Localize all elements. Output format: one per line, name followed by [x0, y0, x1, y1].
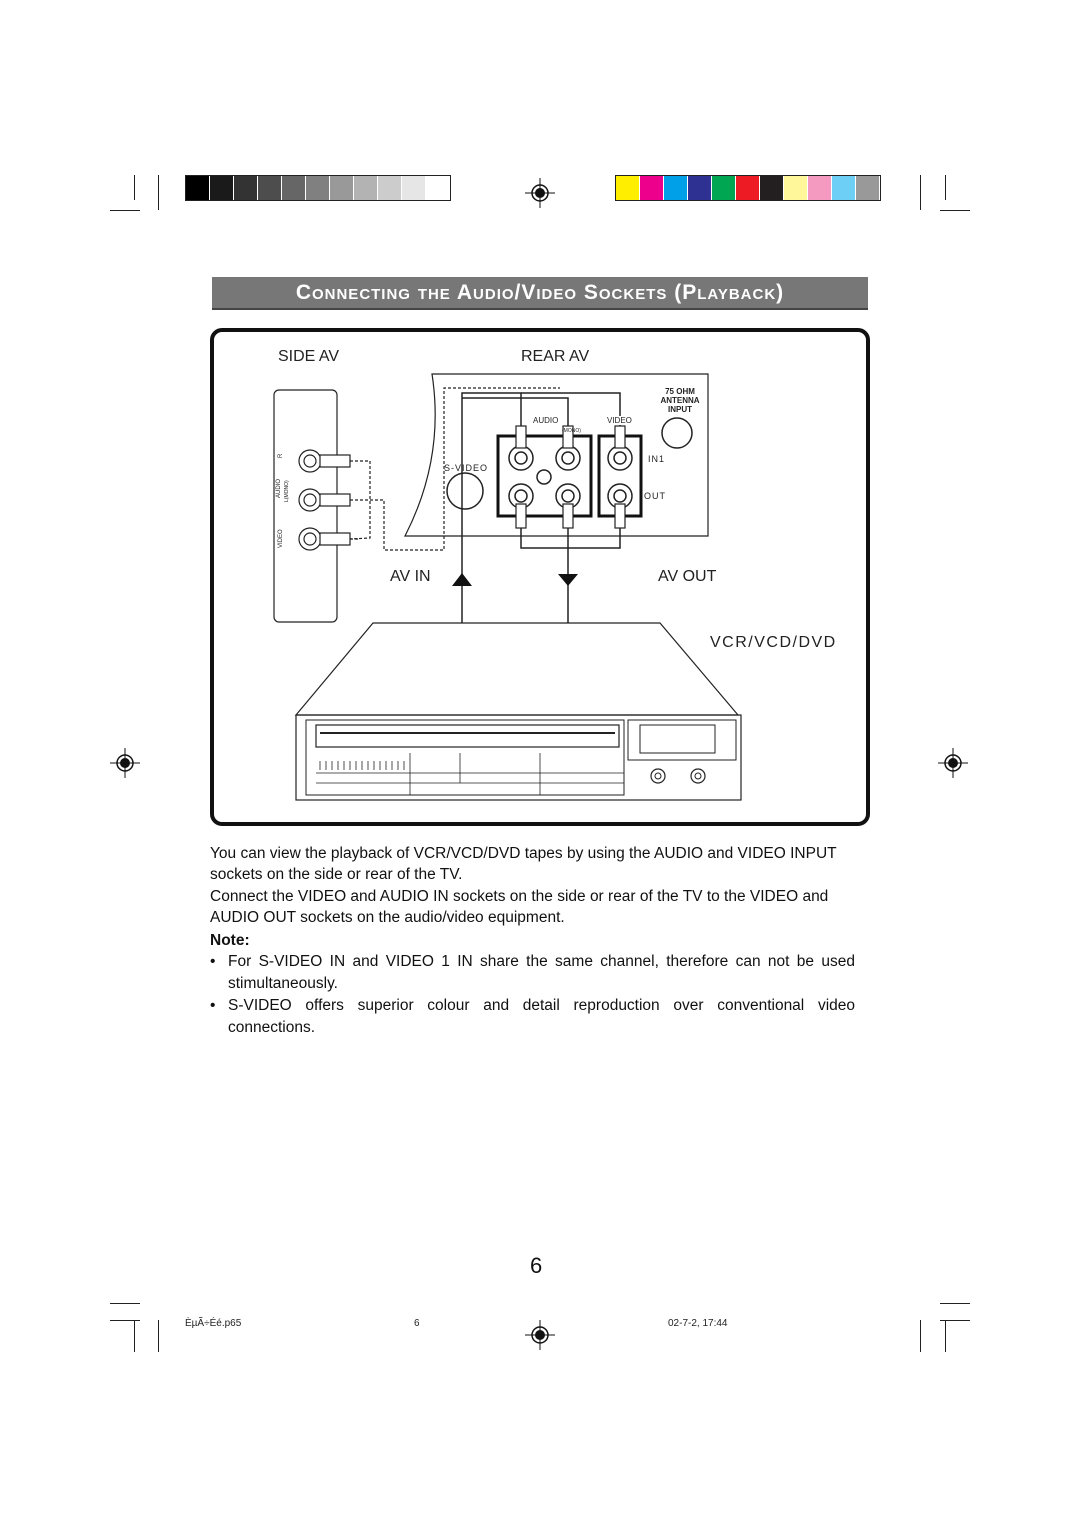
- av-cables: [461, 392, 621, 623]
- registration-mark-left: [110, 748, 140, 778]
- connection-diagram: [210, 328, 870, 826]
- section-title-banner: Connecting the Audio/Video Sockets (Play…: [212, 277, 868, 310]
- color-swatch-11: [856, 176, 880, 200]
- color-swatch-9: [808, 176, 832, 200]
- gray-swatch-8: [354, 176, 378, 200]
- color-swatch-6: [736, 176, 760, 200]
- registration-mark-bottom: [525, 1320, 555, 1350]
- svideo-jack: [446, 472, 484, 510]
- diagram-drawing: [273, 373, 742, 801]
- bullet-icon: •: [210, 953, 216, 970]
- out-label: OUT: [644, 491, 666, 501]
- antenna-label-line-1: 75 OHM: [665, 387, 695, 396]
- av-in-arrow: [452, 573, 472, 586]
- gray-swatch-7: [330, 176, 354, 200]
- device-knob-left: [650, 768, 666, 784]
- tape-slot: [315, 724, 620, 748]
- gray-swatch-5: [282, 176, 306, 200]
- color-swatch-10: [832, 176, 856, 200]
- gray-swatch-11: [426, 176, 450, 200]
- paragraph-2: Connect the VIDEO and AUDIO IN sockets o…: [210, 888, 829, 926]
- side-lmono-label: L(MONO): [284, 480, 290, 502]
- gray-swatch-6: [306, 176, 330, 200]
- side-audio-label: AUDIO: [276, 478, 282, 498]
- av-in-label: AV IN: [390, 568, 431, 585]
- gray-swatch-4: [258, 176, 282, 200]
- rear-av-panel: [404, 373, 709, 537]
- side-av-label: SIDE AV: [278, 348, 340, 365]
- audio-jack-box: [496, 434, 593, 518]
- note-text-2: S-VIDEO offers superior colour and detai…: [228, 997, 855, 1036]
- device-tick-strip: [319, 761, 405, 770]
- antenna-label-line-2: ANTENNA: [660, 396, 700, 405]
- side-jacks: [298, 449, 351, 551]
- footer-datetime: 02-7-2, 17:44: [668, 1318, 728, 1329]
- side-video-label: VIDEO: [278, 529, 284, 548]
- registration-mark-right: [938, 748, 968, 778]
- device-display: [639, 724, 716, 754]
- antenna-label-line-3: INPUT: [668, 405, 692, 414]
- color-swatch-8: [784, 176, 808, 200]
- device-knob-right: [690, 768, 706, 784]
- side-r-label: R: [278, 453, 284, 458]
- gray-swatch-10: [402, 176, 426, 200]
- registration-mark-top: [525, 178, 555, 208]
- color-swatch-4: [688, 176, 712, 200]
- gray-swatch-3: [234, 176, 258, 200]
- color-swatches: [615, 175, 881, 201]
- section-title: Connecting the Audio/Video Sockets (Play…: [295, 280, 785, 304]
- device-top: [294, 622, 740, 716]
- mono-label: (MONO): [562, 428, 581, 434]
- av-out-label: AV OUT: [658, 568, 717, 585]
- rear-jacks: [508, 445, 633, 509]
- antenna-jack: [661, 417, 693, 449]
- color-swatch-5: [712, 176, 736, 200]
- footer-page: 6: [414, 1318, 420, 1329]
- svideo-label: S-VIDEO: [444, 463, 489, 473]
- rear-av-label: REAR AV: [521, 348, 590, 365]
- color-swatch-1: [616, 176, 640, 200]
- footer-filename: ÈµÃ÷Éé.p65: [185, 1318, 242, 1329]
- grayscale-swatches: [185, 175, 451, 201]
- av-out-arrow: [558, 574, 578, 586]
- gray-swatch-1: [186, 176, 210, 200]
- video-label: VIDEO: [605, 416, 634, 425]
- device-front: [295, 714, 742, 801]
- bullet-icon: •: [210, 997, 216, 1014]
- antenna-label: 75 OHM ANTENNA INPUT: [654, 387, 706, 414]
- device-label: VCR/VCD/DVD: [710, 634, 837, 651]
- rear-plugs: [515, 425, 626, 529]
- in1-label: IN1: [648, 454, 666, 464]
- gray-swatch-9: [378, 176, 402, 200]
- note-text-1: For S-VIDEO IN and VIDEO 1 IN share the …: [228, 953, 855, 992]
- color-swatch-2: [640, 176, 664, 200]
- paragraph-1: You can view the playback of VCR/VCD/DVD…: [210, 845, 837, 883]
- audio-label: AUDIO: [531, 416, 561, 425]
- side-cables: [349, 387, 560, 551]
- note-label: Note:: [210, 932, 250, 949]
- color-swatch-3: [664, 176, 688, 200]
- gray-swatch-2: [210, 176, 234, 200]
- color-swatch-7: [760, 176, 784, 200]
- page-number: 6: [530, 1253, 543, 1278]
- device-buttons: [316, 753, 624, 795]
